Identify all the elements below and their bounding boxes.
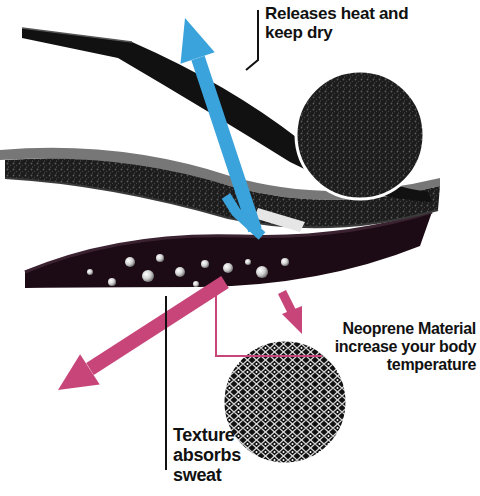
- leader-line: [246, 10, 258, 70]
- leader-line: [165, 296, 167, 470]
- sponge-closeup: [296, 71, 424, 199]
- mesh-closeup: [223, 340, 347, 464]
- callout-label: Neoprene Material increase your body tem…: [324, 320, 476, 374]
- tab-strip: [254, 208, 305, 232]
- callout-label: Texture absorbs sweat: [173, 425, 263, 485]
- leader-line: [216, 292, 322, 356]
- heat-arrow: [181, 18, 263, 236]
- callout-label: Releases heat and keep dry: [265, 4, 435, 42]
